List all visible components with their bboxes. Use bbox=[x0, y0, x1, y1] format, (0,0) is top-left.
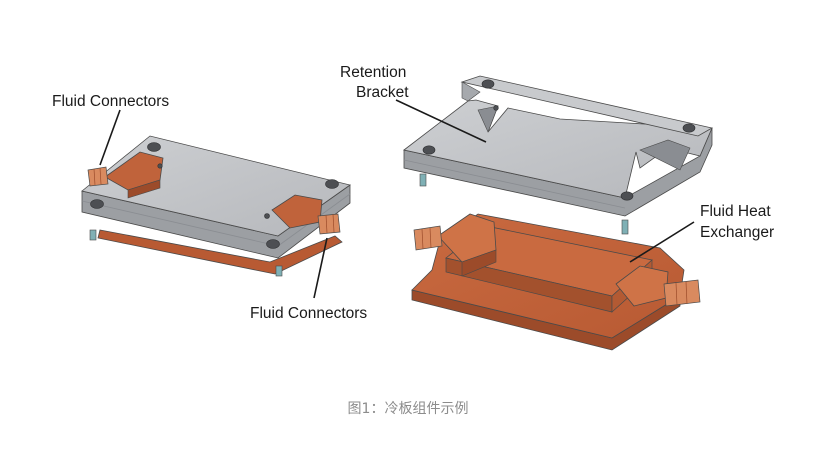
label-fluid-connectors-top: Fluid Connectors bbox=[52, 93, 169, 110]
callout-retention bbox=[395, 99, 487, 143]
label-fluid-connectors-bottom: Fluid Connectors bbox=[250, 305, 367, 322]
left-copper-plate bbox=[97, 229, 343, 275]
label-retention-bracket-line2: Bracket bbox=[356, 84, 409, 101]
exchanger-fluid-connector-right-icon bbox=[663, 279, 701, 307]
callout-heat-exchanger bbox=[629, 221, 695, 263]
left-standoffs bbox=[89, 229, 283, 277]
callout-fluid-bottom bbox=[313, 237, 328, 299]
exchanger-fluid-connector-left-icon bbox=[413, 225, 443, 251]
left-connector-block-a bbox=[104, 151, 164, 191]
retention-bracket bbox=[403, 75, 714, 235]
label-fluid-heat-exchanger-line2: Exchanger bbox=[700, 224, 774, 241]
callout-lines bbox=[99, 99, 695, 299]
callout-fluid-top bbox=[99, 109, 121, 166]
left-fluid-connector-b-icon bbox=[317, 213, 341, 235]
bracket-pins bbox=[419, 173, 629, 235]
label-retention-bracket-line1: Retention bbox=[340, 64, 406, 81]
left-fluid-connector-a-icon bbox=[87, 166, 109, 187]
left-screws bbox=[90, 142, 339, 249]
exchanger-block-left bbox=[437, 213, 497, 263]
label-fluid-heat-exchanger-line1: Fluid Heat bbox=[700, 203, 771, 220]
left-assembly bbox=[81, 135, 351, 277]
figure-caption: 图1：冷板组件示例 bbox=[347, 401, 469, 417]
bracket-top bbox=[403, 99, 713, 199]
fluid-heat-exchanger bbox=[411, 213, 701, 351]
bracket-side bbox=[403, 127, 713, 217]
bracket-screws bbox=[422, 79, 696, 201]
left-connector-block-b bbox=[271, 194, 323, 229]
